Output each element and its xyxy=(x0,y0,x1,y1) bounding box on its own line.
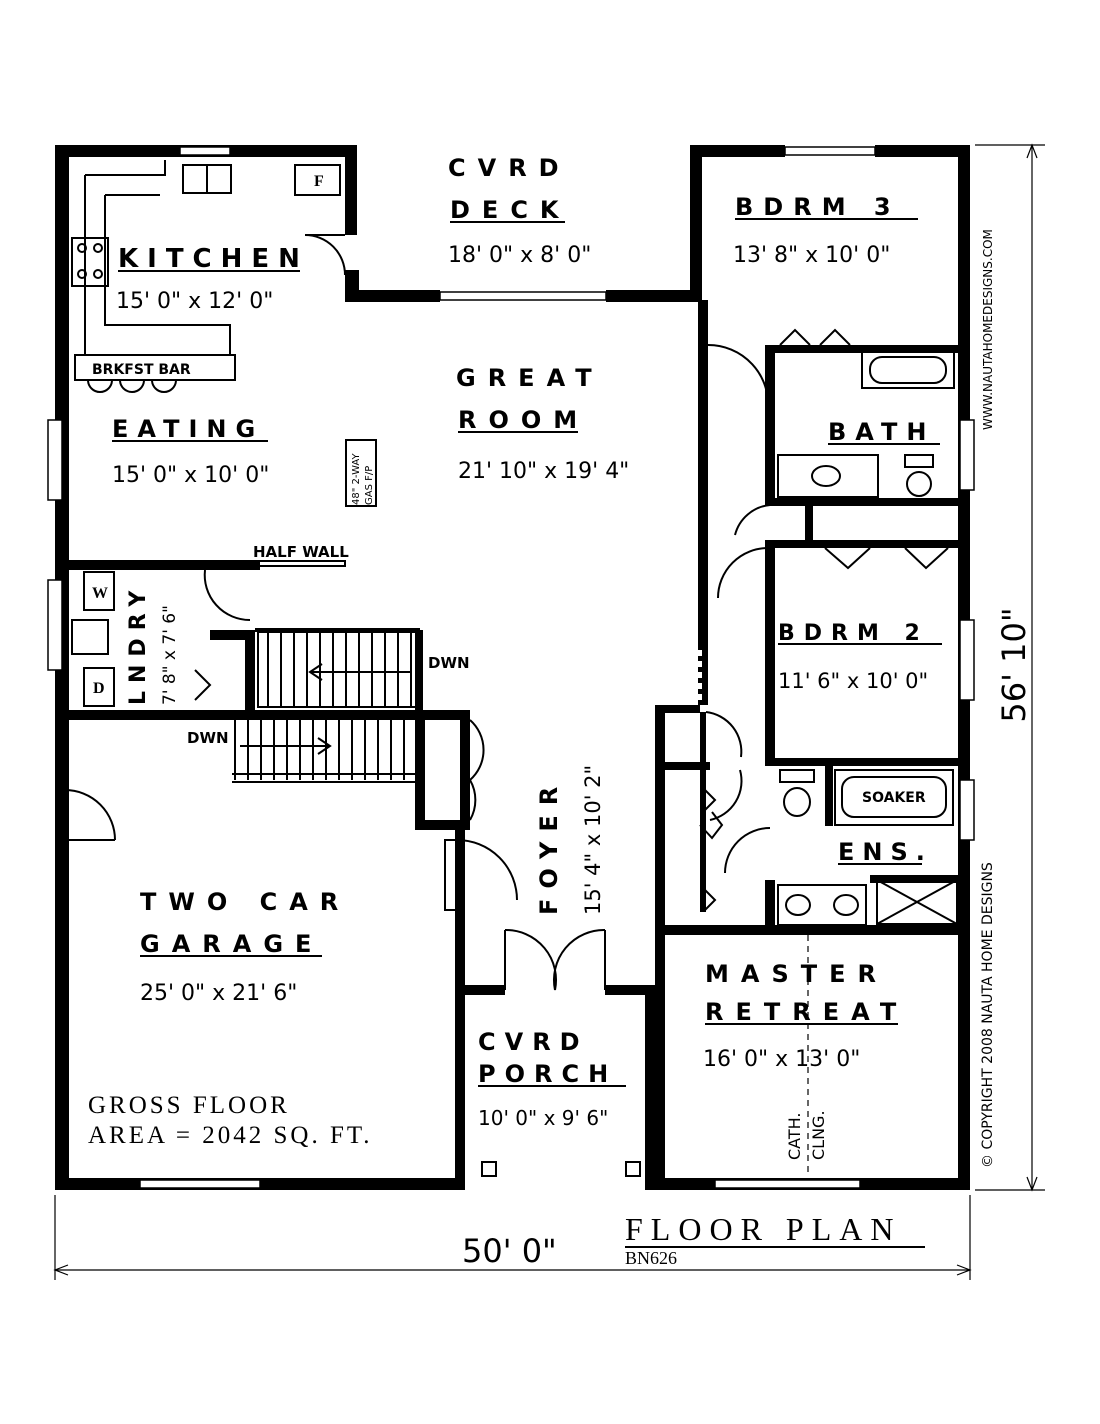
bdrm3-dims: 13' 8" x 10' 0" xyxy=(733,243,890,268)
porch-label-2: PORCH xyxy=(478,1060,617,1088)
dryer-label: D xyxy=(93,680,105,697)
foyer-dims: 15' 4" x 10' 2" xyxy=(581,765,605,915)
garage-dims: 25' 0" x 21' 6" xyxy=(140,981,297,1006)
fireplace-label-2: GAS F/P xyxy=(364,466,375,505)
great-room-label-2: ROOM xyxy=(458,406,589,434)
master-label-2: RETREAT xyxy=(705,998,908,1026)
width-dimension: 50' 0" xyxy=(462,1232,557,1270)
fireplace-label-1: 48" 2-WAY xyxy=(351,453,362,505)
foyer-label: FOYER xyxy=(535,777,563,915)
laundry-dims: 7' 8" x 7' 6" xyxy=(160,605,180,705)
washer-label: W xyxy=(92,585,108,602)
cathedral-label-1: CATH. xyxy=(785,1113,804,1160)
soaker-label: SOAKER xyxy=(862,790,926,806)
great-room-label-1: GREAT xyxy=(456,364,604,392)
porch-label-1: CVRD xyxy=(478,1028,589,1056)
gross-area-line-2: AREA = 2042 SQ. FT. xyxy=(88,1122,373,1149)
master-dims: 16' 0" x 13' 0" xyxy=(703,1047,860,1072)
deck-label-2: DECK xyxy=(450,196,571,224)
fridge-label: F xyxy=(314,173,324,190)
bdrm3-label: BDRM 3 xyxy=(735,193,901,221)
porch-dims: 10' 0" x 9' 6" xyxy=(478,1106,608,1130)
website-text: WWW.NAUTAHOMEDESIGNS.COM xyxy=(981,229,995,430)
dimension-lines xyxy=(53,143,1045,1280)
ensuite-label: ENS. xyxy=(838,838,933,866)
garage-label-2: GARAGE xyxy=(140,930,323,958)
great-room-dims: 21' 10" x 19' 4" xyxy=(458,459,629,484)
cathedral-label-2: CLNG. xyxy=(809,1110,828,1160)
plan-code: BN626 xyxy=(625,1248,677,1268)
windows xyxy=(47,146,975,1189)
eating-dims: 15' 0" x 10' 0" xyxy=(112,463,269,488)
master-label-1: MASTER xyxy=(705,960,888,988)
eating-label: EATING xyxy=(112,415,264,443)
bdrm2-label: BDRM 2 xyxy=(778,621,929,646)
laundry-label: LNDRY xyxy=(126,583,151,705)
bdrm2-dims: 11' 6" x 10' 0" xyxy=(778,669,928,693)
copyright-text: © COPYRIGHT 2008 NAUTA HOME DESIGNS xyxy=(980,862,996,1168)
stair-down-label-2: DWN xyxy=(187,729,229,747)
deck-label-1: CVRD xyxy=(448,154,571,182)
deck-dims: 18' 0" x 8' 0" xyxy=(448,243,591,268)
half-wall-label: HALF WALL xyxy=(253,543,349,561)
plan-title: FLOOR PLAN xyxy=(625,1211,901,1247)
kitchen-dims: 15' 0" x 12' 0" xyxy=(116,289,273,314)
depth-dimension: 56' 10" xyxy=(995,607,1033,722)
fixtures xyxy=(64,160,958,1177)
gross-area-line-1: GROSS FLOOR xyxy=(88,1092,290,1119)
stair-down-label-1: DWN xyxy=(428,654,470,672)
bath-label: BATH xyxy=(828,418,935,446)
kitchen-label: KITCHEN xyxy=(118,244,309,274)
brkfst-bar-label: BRKFST BAR xyxy=(92,362,191,378)
garage-label-1: TWO CAR xyxy=(140,888,350,916)
